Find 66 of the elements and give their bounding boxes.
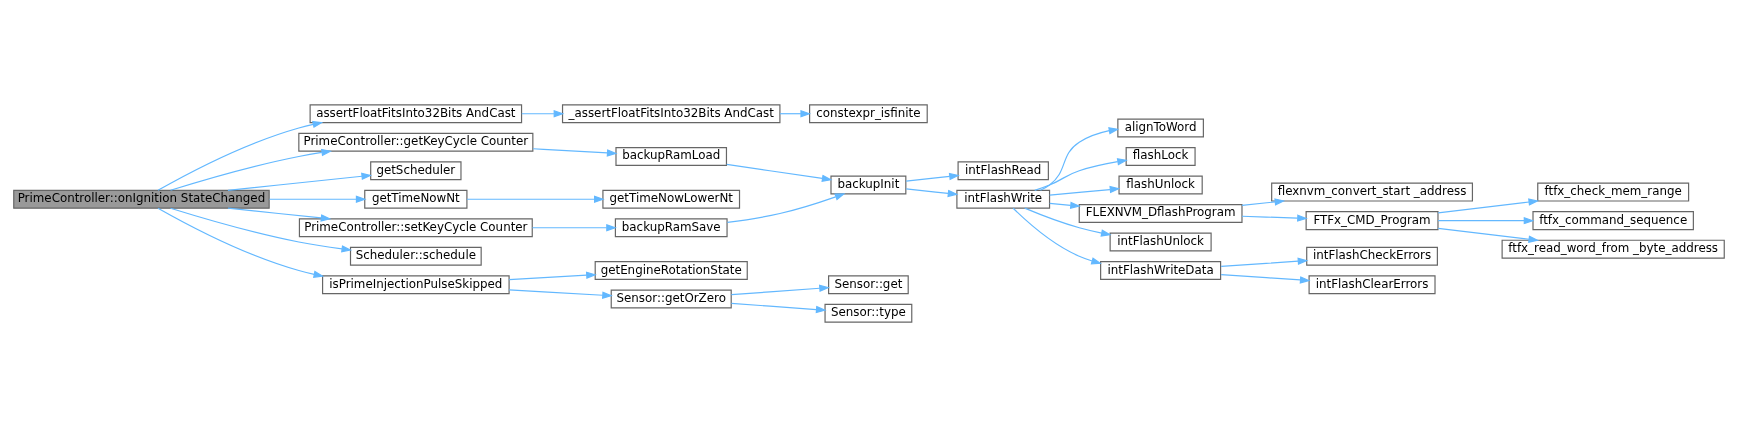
arrow: [726, 192, 846, 223]
arrow: [1220, 257, 1308, 267]
node-box: flexnvm_convert_start _address: [1270, 182, 1473, 202]
arrow: [508, 271, 597, 280]
node-box: getTimeNowNt: [363, 189, 467, 209]
arrow: [156, 120, 323, 191]
arrow: [725, 163, 833, 182]
arrow: [905, 187, 958, 197]
node-box: FTFx_CMD_Program: [1305, 210, 1439, 230]
node-box: backupInit: [829, 175, 906, 194]
arrow: [156, 207, 324, 278]
arrow: [520, 109, 564, 117]
node-box: getEngineRotationState: [594, 260, 748, 280]
arrow: [1220, 273, 1311, 284]
node-box: intFlashRead: [957, 160, 1049, 180]
node-box: intFlashClearErrors: [1308, 274, 1436, 294]
arrow: [169, 148, 332, 191]
node-box: flashUnlock: [1117, 175, 1203, 194]
node-box: intFlashWrite: [955, 189, 1050, 209]
arrow: [778, 109, 811, 117]
arrow: [1240, 213, 1308, 222]
arrow: [531, 223, 617, 231]
arrow: [508, 288, 613, 299]
node-box: isPrimeInjectionPulseSkipped: [321, 274, 510, 294]
node-box: ftfx_read_word_from _byte_address: [1501, 239, 1725, 259]
node-box: intFlashCheckErrors: [1305, 246, 1438, 266]
node-box: Sensor::getOrZero: [610, 289, 732, 309]
arrow: [1033, 157, 1128, 191]
arrow: [532, 147, 618, 157]
node-box: flashLock: [1125, 146, 1196, 166]
node-box: getScheduler: [369, 160, 462, 180]
arrow: [730, 302, 827, 313]
node-box: alignToWord: [1116, 117, 1204, 137]
node-box: assertFloatFitsInto32Bits AndCast: [309, 103, 522, 123]
arrow: [1023, 207, 1112, 237]
arrow: [465, 195, 605, 203]
arrow: [1048, 201, 1081, 209]
node-box: ftfx_check_mem_range: [1536, 182, 1689, 202]
node-box: Sensor::type: [823, 303, 912, 323]
node-box: backupRamLoad: [614, 146, 727, 166]
arrow: [1437, 216, 1534, 224]
node-box: intFlashWriteData: [1099, 260, 1221, 280]
arrow: [1437, 227, 1539, 243]
node-box: PrimeController::onIgnition StateChanged: [12, 189, 270, 209]
arrow: [1012, 207, 1102, 264]
node-box: _assertFloatFitsInto32Bits AndCast: [561, 103, 780, 123]
arrow: [1240, 197, 1285, 206]
arrow: [226, 172, 372, 191]
node-box: PrimeController::setKeyCycle Counter: [298, 217, 533, 237]
arrow: [226, 207, 331, 222]
arrow: [169, 207, 352, 253]
node-box: backupRamSave: [614, 217, 728, 237]
arrow: [1039, 126, 1119, 191]
arrow: [268, 195, 367, 203]
node-box: ftfx_command_sequence: [1531, 210, 1694, 230]
node-box: Sensor::get: [827, 274, 909, 294]
node-box: PrimeController::getKeyCycle Counter: [297, 132, 533, 152]
arrow: [1048, 185, 1120, 196]
arrow: [905, 172, 960, 182]
node-box: constexpr_isfinite: [808, 103, 928, 123]
node-box: getTimeNowLowerNt: [601, 189, 740, 209]
arrow: [1437, 197, 1539, 213]
node-box: FLEXNVM_DflashProgram: [1078, 203, 1243, 223]
node-box: Scheduler::schedule: [349, 246, 482, 266]
node-box: intFlashUnlock: [1109, 232, 1212, 251]
arrow: [730, 284, 830, 295]
